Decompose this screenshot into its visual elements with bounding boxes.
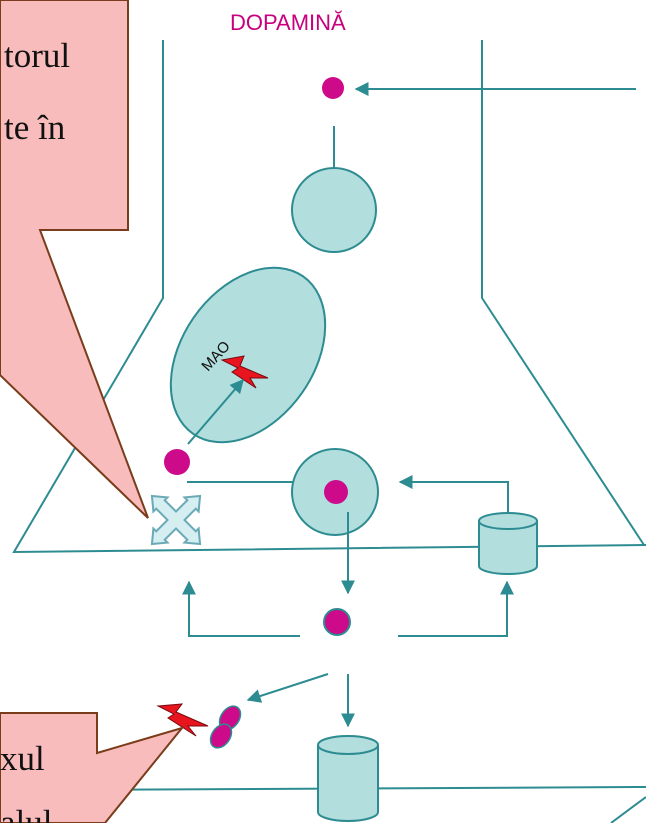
dopamine-transporter-icon (150, 494, 202, 546)
reuptake-feedback-arrow (182, 580, 300, 637)
mao-mitochondrion (169, 266, 327, 444)
spark-icon (220, 355, 269, 389)
autoreceptor-activation-arrow (398, 580, 514, 637)
title-dopamine: DOPAMINĂ (230, 10, 346, 35)
callout-bottom: xul alul (0, 712, 185, 823)
dopamine-molecule-synaptic (323, 608, 351, 636)
autoreceptor-feedback-arrow (398, 475, 509, 513)
dopamine-molecule-vesicle (324, 480, 348, 504)
postsynaptic-receptor-cylinder (317, 735, 379, 822)
callout-top-line2: te în (4, 108, 65, 147)
dopamine-molecule-reuptake (164, 449, 190, 475)
callout-top-line1: torul (4, 36, 70, 75)
dopamine-molecule-top (322, 77, 344, 99)
vesicle-top (291, 167, 377, 253)
callout-top: torul te în (0, 0, 149, 519)
callout-bottom-line1: xul (0, 739, 45, 778)
callout-bottom-line2: alul (0, 803, 53, 823)
autoreceptor-cylinder (478, 512, 538, 575)
spark-icon-2 (156, 703, 209, 737)
degradation-arrow (187, 378, 244, 445)
diffusion-arrow (246, 673, 329, 703)
metabolized-dopamine (156, 703, 242, 749)
